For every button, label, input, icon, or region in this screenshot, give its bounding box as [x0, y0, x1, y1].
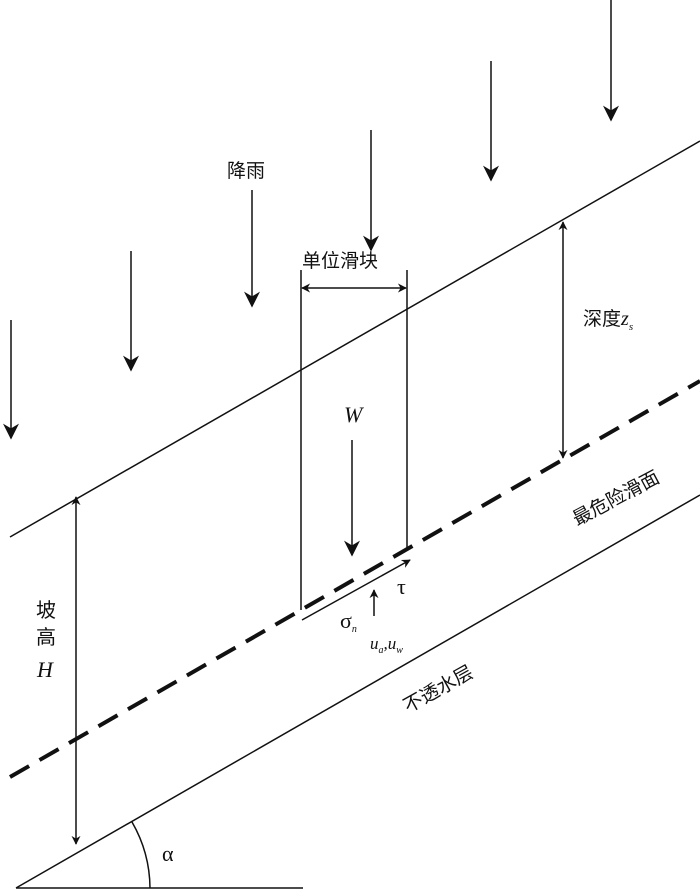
depth-label: 深度zs — [583, 308, 633, 333]
slope-height-label-line2: 高 — [36, 625, 56, 649]
pore-separator: , — [384, 634, 388, 653]
depth-prefix: 深度 — [583, 308, 621, 330]
slope-height-variable: H — [36, 657, 54, 682]
critical-surface-label: 最危险滑面 — [569, 466, 663, 530]
angle-label: α — [162, 841, 174, 866]
uw-subscript: w — [396, 645, 403, 656]
shear-stress-label: τ — [397, 574, 406, 599]
uw-variable: u — [388, 634, 397, 653]
ground-surface-line — [9, 140, 700, 538]
angle-arc — [131, 821, 151, 889]
weight-label: W — [344, 402, 364, 427]
normal-stress-subscript: n — [352, 624, 357, 635]
unit-block-label: 单位滑块 — [302, 250, 378, 272]
depth-variable: z — [620, 308, 629, 330]
impermeable-layer-line — [15, 494, 700, 889]
ua-subscript: a — [379, 645, 384, 656]
slope-height-label-line1: 坡 — [36, 598, 56, 622]
normal-stress-symbol: σ — [340, 608, 352, 633]
critical-slip-surface-line — [9, 379, 700, 779]
rain-label: 降雨 — [227, 160, 265, 182]
shear-stress-arrow — [301, 559, 411, 621]
depth-subscript: s — [629, 321, 633, 333]
normal-stress-label: σn — [340, 608, 357, 635]
impermeable-layer-label: 不透水层 — [400, 661, 477, 717]
ua-variable: u — [370, 634, 379, 653]
rain-arrows — [3, 0, 619, 440]
pore-pressure-label: ua,uw — [370, 634, 403, 656]
